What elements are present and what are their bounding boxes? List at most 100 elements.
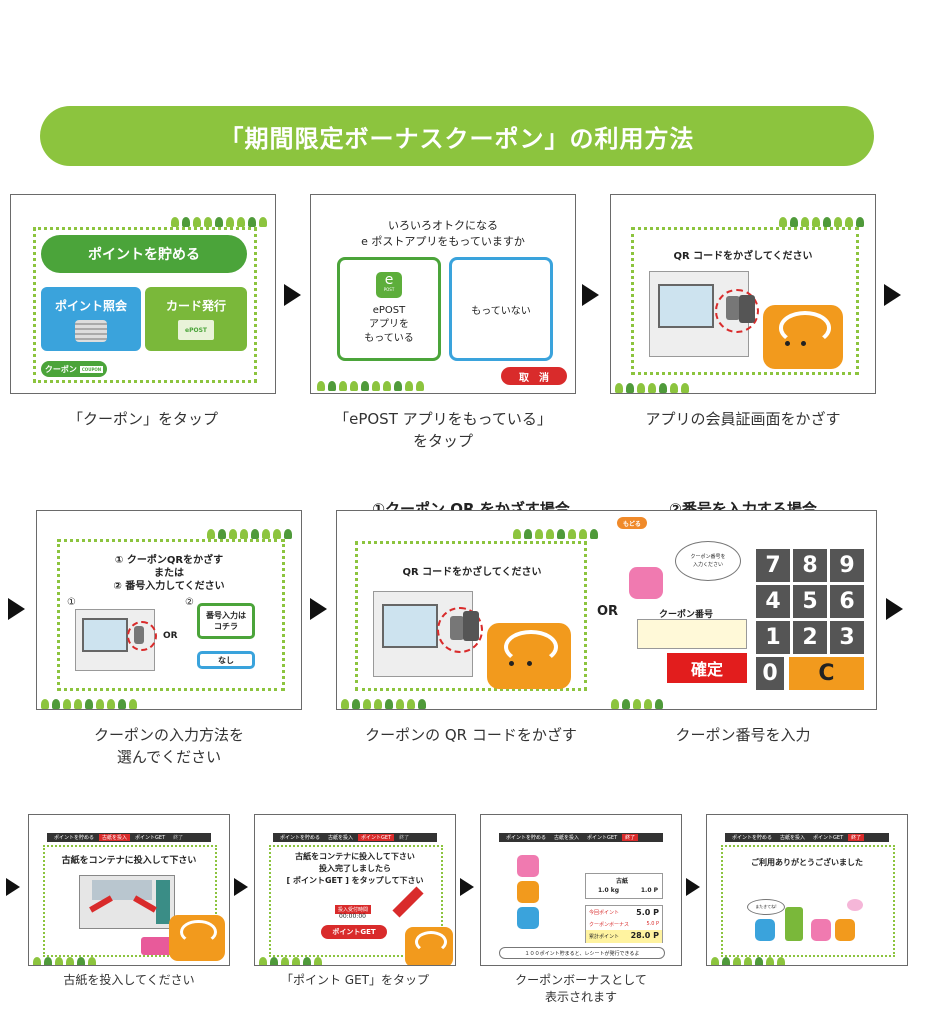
thank-you-message: ご利用ありがとうございました: [751, 858, 863, 867]
mascot-character: [487, 623, 571, 689]
point-inquiry-button[interactable]: ポイント照会: [41, 287, 141, 351]
key-clear[interactable]: C: [789, 657, 864, 690]
card-issue-button[interactable]: カード発行 ePOST: [145, 287, 247, 351]
screen-9-bonus-display: ポイントを貯める 古紙を投入 ポイントGET 終了 古紙 1.0 kg 1.0 …: [480, 814, 682, 966]
caption-step-4: クーポンの入力方法を選んでください: [93, 726, 244, 766]
mascot-character: [405, 927, 453, 965]
caption-step-7: 古紙を投入してください: [63, 973, 195, 987]
screen-5-coupon-qr: QR コードをかざしてください: [336, 510, 608, 710]
tab-save: ポイントを貯める: [506, 835, 547, 841]
total-points-label: 累計ポイント: [589, 934, 620, 940]
key-9[interactable]: 9: [830, 549, 864, 582]
or-label: OR: [595, 604, 621, 619]
point-get-button[interactable]: ポイントGET: [321, 925, 387, 939]
get-instruction-3: [ ポイントGET ] をタップして下さい: [286, 876, 424, 885]
tab-save: ポイントを貯める: [732, 835, 773, 841]
option-2-number: ②: [185, 597, 194, 608]
tab-insert: 古紙を投入: [554, 835, 580, 841]
tab-get: ポイントGET: [587, 835, 618, 841]
caption-step-2: 「ePOST アプリをもっている」をタップ: [334, 410, 552, 450]
mascot-pink: [629, 567, 663, 599]
or-label: OR: [163, 631, 178, 641]
title-banner: 「期間限定ボーナスクーポン」の利用方法: [40, 106, 874, 166]
coupon-button[interactable]: クーポン COUPON: [41, 361, 107, 377]
point-inquiry-label: ポイント照会: [54, 299, 127, 313]
paper-bundle-icon: [141, 937, 173, 955]
option-1-number: ①: [67, 597, 76, 608]
acceptance-time: 00:00:00: [339, 913, 366, 920]
app-prompt-line2: e ポストアプリをもっていますか: [361, 235, 525, 248]
mascot-orange: [835, 919, 855, 941]
tab-end: 終了: [622, 834, 639, 841]
card-issue-label: カード発行: [165, 299, 226, 313]
screen-6-coupon-number: もどる クーポン番号を入力ください クーポン番号 確定 7 8 9 4 5 6 …: [607, 510, 877, 710]
back-button[interactable]: もどる: [617, 517, 647, 529]
mascot-flying: [847, 899, 863, 911]
scan-area-highlight: [715, 289, 759, 333]
scan-area-highlight: [437, 607, 483, 653]
key-7[interactable]: 7: [756, 549, 790, 582]
have-app-label-2: アプリを: [369, 319, 409, 330]
coupon-number-label: クーポン番号: [659, 610, 714, 620]
screen-10-thank-you: ポイントを貯める 古紙を投入 ポイントGET 終了 ご利用ありがとうございました…: [706, 814, 908, 966]
key-3[interactable]: 3: [830, 621, 864, 654]
coupon-number-input[interactable]: [637, 619, 747, 649]
mascot-blue: [755, 919, 775, 941]
screen-4-choose-method: ① クーポンQRをかざす または ② 番号入力してください ① ② OR 番号入…: [36, 510, 302, 710]
speech-bubble: またきてね!: [747, 899, 785, 915]
mascot-character: [169, 915, 225, 961]
app-prompt-line1: いろいろオトクになる: [388, 219, 498, 232]
mascot-pink: [811, 919, 831, 941]
enter-number-button[interactable]: 番号入力は コチラ: [197, 603, 255, 639]
coupon-tag-icon: COUPON: [79, 365, 104, 373]
next-arrow-icon: [884, 284, 901, 306]
next-arrow-icon: [8, 598, 25, 620]
get-instruction-2: 投入完了しましたら: [319, 864, 391, 873]
phone-icon: [739, 295, 755, 323]
paper-weight: 1.0 kg: [598, 887, 620, 894]
next-arrow-icon: [284, 284, 301, 306]
key-2[interactable]: 2: [793, 621, 827, 654]
save-points-button[interactable]: ポイントを貯める: [41, 235, 247, 273]
phone-icon: [463, 611, 479, 641]
cancel-button[interactable]: 取 消: [501, 367, 567, 385]
next-arrow-icon: [234, 878, 248, 896]
enter-number-label-1: 番号入力は: [206, 611, 246, 620]
tab-end: 終了: [399, 835, 410, 841]
screen-3-scan-qr: QR コードをかざしてください: [610, 194, 876, 394]
insert-message: 古紙をコンテナに投入して下さい: [61, 856, 197, 866]
acceptance-time-label: 投入受付時間: [335, 905, 372, 914]
key-4[interactable]: 4: [756, 585, 790, 618]
epost-card-icon: ePOST: [178, 320, 214, 340]
tab-insert: 古紙を投入: [99, 834, 131, 841]
mascot-blue: [517, 907, 539, 929]
key-5[interactable]: 5: [793, 585, 827, 618]
key-8[interactable]: 8: [793, 549, 827, 582]
paper-points: 1.0 P: [640, 887, 658, 894]
coupon-label: クーポン: [44, 364, 77, 374]
key-0[interactable]: 0: [756, 657, 784, 690]
points-box: 今回ポイント 5.0 P クーポンボーナス 5.0 P 累計ポイント 28.0 …: [585, 905, 663, 943]
tab-end: 終了: [848, 834, 865, 841]
mascot-character: [763, 305, 843, 369]
mascot-pink: [517, 855, 539, 877]
next-arrow-icon: [886, 598, 903, 620]
speech-bubble: クーポン番号を入力ください: [675, 541, 741, 581]
scan-title: QR コードをかざしてください: [673, 251, 813, 262]
tab-insert: 古紙を投入: [328, 835, 354, 841]
none-button[interactable]: なし: [197, 651, 255, 669]
key-6[interactable]: 6: [830, 585, 864, 618]
tab-save: ポイントを貯める: [54, 835, 95, 841]
mascot-green: [785, 907, 803, 941]
next-arrow-icon: [310, 598, 327, 620]
tab-insert: 古紙を投入: [780, 835, 806, 841]
tab-get: ポイントGET: [813, 835, 844, 841]
confirm-button[interactable]: 確定: [667, 653, 747, 683]
caption-step-9: クーポンボーナスとして表示されます: [515, 973, 647, 1004]
key-1[interactable]: 1: [756, 621, 790, 654]
no-app-button[interactable]: もっていない: [449, 257, 553, 361]
tab-end: 終了: [173, 835, 184, 841]
